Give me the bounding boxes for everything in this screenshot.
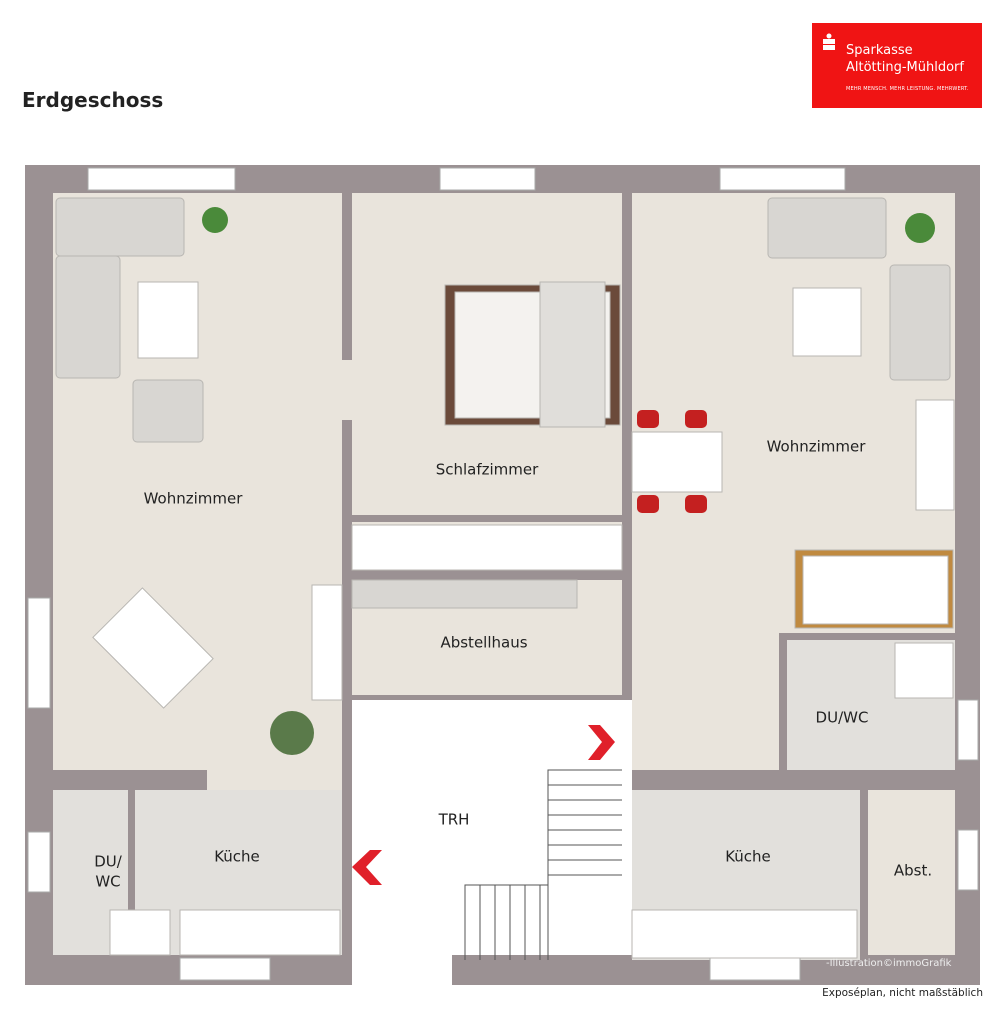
label-kueche-left: Küche [214,847,260,866]
stairs [464,769,622,960]
label-wohnzimmer-right: Wohnzimmer [766,437,866,456]
logo-line1: Sparkasse [846,43,913,58]
label-abst: Abst. [893,861,933,880]
label-schlafzimmer: Schlafzimmer [435,460,539,479]
entrance-arrow-icon [352,850,382,885]
label-kueche-right: Küche [725,847,771,866]
label-duwc-left: DU/ WC [94,852,122,891]
windows [27,167,979,981]
logo-slogan: MEHR MENSCH. MEHR LEISTUNG. MEHRWERT. [846,86,969,92]
sparkasse-logo: Sparkasse Altötting-Mühldorf MEHR MENSCH… [812,23,982,108]
entrance-arrow-icon [588,725,615,760]
room-trh [352,700,632,955]
illustration-credit: -Illustration©immoGrafik [826,958,952,969]
label-trh: TRH [438,810,470,829]
floor-title: Erdgeschoss [22,88,164,112]
label-wohnzimmer-left: Wohnzimmer [143,489,243,508]
furniture [55,197,955,959]
chairs [637,410,707,513]
label-duwc-right: DU/WC [815,708,869,727]
footer-note: Exposéplan, nicht maßstäblich [822,987,983,999]
sparkasse-s-icon [823,33,835,50]
plants [202,207,935,755]
label-abstellhaus: Abstellhaus [440,633,528,652]
room-abst [868,790,955,955]
logo-line2: Altötting-Mühldorf [846,60,964,75]
